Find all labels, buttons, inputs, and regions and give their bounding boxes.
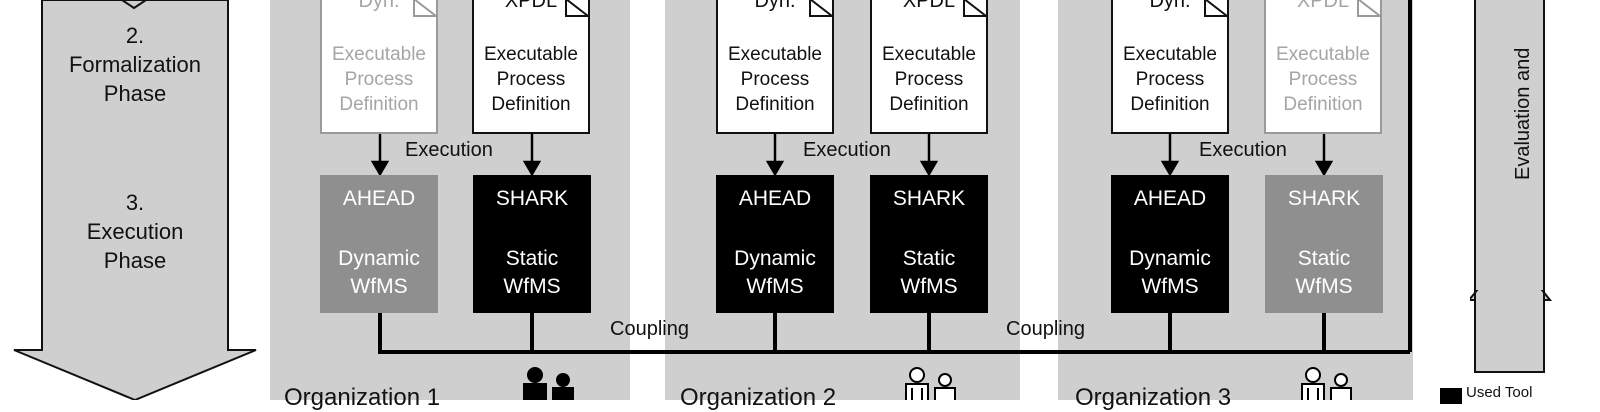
process-definition-doc-dyn: Dyn. Executable Process Definition <box>716 0 834 134</box>
doc-fold-corners <box>413 0 1381 17</box>
coupling-label: Coupling <box>1006 318 1085 340</box>
legend-used-tool-label: Used Tool <box>1466 384 1533 401</box>
process-definition-doc-xpdl: XPDL Executable Process Definition <box>472 0 590 134</box>
tool-name: SHARK <box>1287 187 1361 210</box>
process-definition-doc-dyn: Dyn. Executable Process Definition <box>320 0 438 134</box>
organization-title: Organization 3 <box>1075 384 1232 411</box>
phase-name: Execution <box>86 219 184 244</box>
phase-number: 3. <box>125 190 145 215</box>
doc-definition: Executable Process Definition <box>1275 44 1370 115</box>
tool-name: AHEAD <box>738 187 812 210</box>
organization-title: Organization 1 <box>284 384 441 411</box>
people-icon <box>523 367 574 400</box>
legend-used-tool-swatch <box>1440 388 1462 404</box>
doc-type: Dyn. <box>1149 0 1191 12</box>
tool-name: AHEAD <box>1133 187 1207 210</box>
phase-name: Formalization <box>68 52 202 77</box>
organization-title: Organization 2 <box>680 384 837 411</box>
tool-desc: Dynamic WfMS <box>338 247 420 298</box>
tool-ahead: AHEAD Dynamic WfMS <box>320 175 438 313</box>
tool-desc: Static WfMS <box>503 247 561 298</box>
doc-definition: Executable Process Definition <box>881 44 976 115</box>
tool-name: AHEAD <box>342 187 416 210</box>
phase-arrow <box>13 0 257 400</box>
process-definition-doc-xpdl: XPDL Executable Process Definition <box>1264 0 1382 134</box>
doc-definition: Executable Process Definition <box>727 44 822 115</box>
tool-desc: Dynamic WfMS <box>734 247 816 298</box>
doc-type: XPDL <box>504 0 558 12</box>
evaluation-arrow-label: Evaluation and <box>1512 47 1534 180</box>
tool-desc: Dynamic WfMS <box>1129 247 1211 298</box>
execution-label: Execution <box>1199 139 1287 161</box>
evaluation-arrow <box>1470 0 1553 373</box>
people-icon <box>1301 367 1352 400</box>
connector-lines <box>370 0 1412 354</box>
doc-type: Dyn. <box>754 0 796 12</box>
doc-definition: Executable Process Definition <box>1122 44 1217 115</box>
phase-suffix: Phase <box>103 248 167 273</box>
doc-type: XPDL <box>1296 0 1350 12</box>
tool-desc: Static WfMS <box>1295 247 1353 298</box>
doc-definition: Executable Process Definition <box>483 44 578 115</box>
phase-formalization: 2. Formalization Phase <box>35 21 235 108</box>
phase-number: 2. <box>125 23 145 48</box>
process-definition-doc-dyn: Dyn. Executable Process Definition <box>1111 0 1229 134</box>
tool-shark: SHARK Static WfMS <box>473 175 591 313</box>
people-icon <box>905 367 956 400</box>
phase-execution: 3. Execution Phase <box>35 188 235 275</box>
doc-definition: Executable Process Definition <box>331 44 426 115</box>
coupling-label: Coupling <box>610 318 689 340</box>
tool-desc: Static WfMS <box>900 247 958 298</box>
doc-type: XPDL <box>902 0 956 12</box>
tool-name: SHARK <box>892 187 966 210</box>
process-definition-doc-xpdl: XPDL Executable Process Definition <box>870 0 988 134</box>
tool-shark: SHARK Static WfMS <box>1265 175 1383 313</box>
phase-suffix: Phase <box>103 81 167 106</box>
tool-ahead: AHEAD Dynamic WfMS <box>716 175 834 313</box>
tool-ahead: AHEAD Dynamic WfMS <box>1111 175 1229 313</box>
doc-type: Dyn. <box>358 0 400 12</box>
tool-shark: SHARK Static WfMS <box>870 175 988 313</box>
execution-label: Execution <box>405 139 493 161</box>
execution-label: Execution <box>803 139 891 161</box>
tool-name: SHARK <box>495 187 569 210</box>
